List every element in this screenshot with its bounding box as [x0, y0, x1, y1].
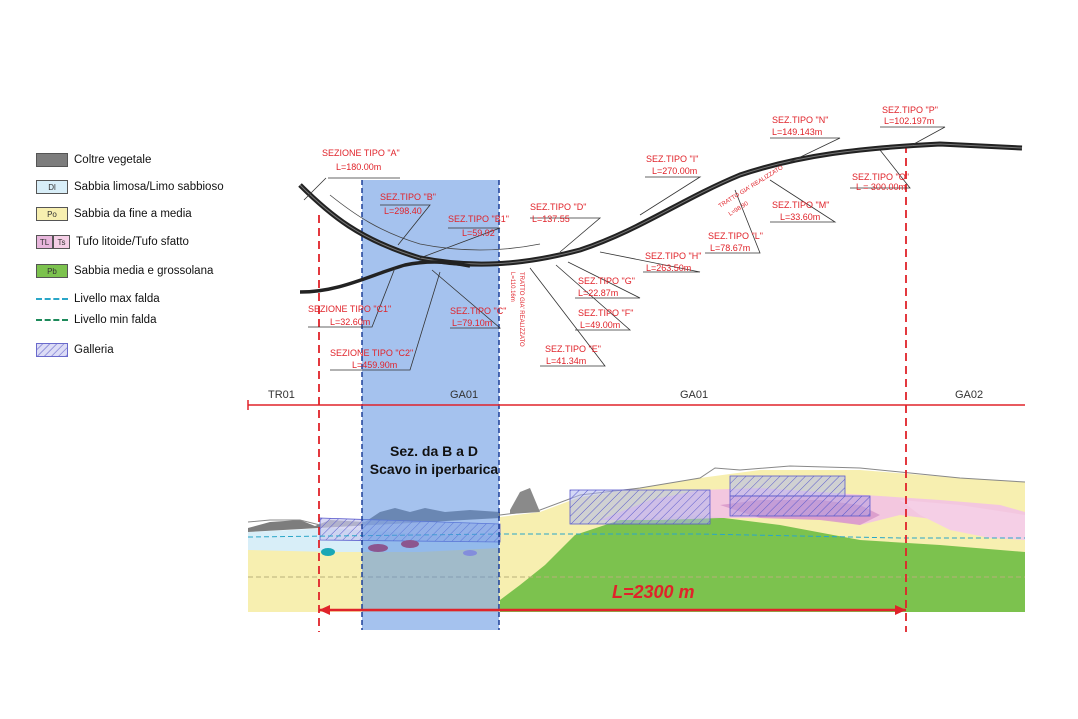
section-n-length: L=149.143m: [772, 127, 822, 137]
legend-swatch-falda-min: [36, 319, 68, 321]
legend-label: Sabbia media e grossolana: [74, 265, 214, 277]
legend-label: Sabbia limosa/Limo sabbioso: [74, 181, 224, 193]
section-e-length: L=41.34m: [546, 356, 586, 366]
section-l-length: L=78.67m: [710, 243, 750, 253]
alignment-branch: [299, 260, 471, 294]
legend-swatch-sabbia-fine: Po: [36, 207, 68, 221]
legend-item-falda-max: Livello max falda: [36, 291, 160, 307]
legend-item-tufo: TL Ts Tufo litoide/Tufo sfatto: [36, 234, 189, 250]
section-m-length: L=33.60m: [780, 212, 820, 222]
highlight-title-1: Sez. da B a D: [390, 443, 478, 459]
segment-label-tr01: TR01: [268, 389, 295, 401]
legend-swatch-galleria: [36, 343, 68, 357]
section-c2-length: L=459.90m: [352, 360, 397, 370]
legend-swatch-sabbia-grossolana: Pb: [36, 264, 68, 278]
section-l-name: SEZ.TIPO "L": [708, 231, 763, 241]
section-c1-length: L=32.60m: [330, 317, 370, 327]
section-g-length: L=22.87m: [578, 288, 618, 298]
legend-item-coltre: Coltre vegetale: [36, 152, 151, 168]
legend-swatch-sabbia-limosa: Dl: [36, 180, 68, 194]
alignment-main-inner: [299, 143, 1023, 265]
section-f-name: SEZ.TIPO "F": [578, 308, 633, 318]
lens-cyan: [321, 548, 335, 556]
section-c1-name: SEZIONE TIPO "C1": [308, 304, 391, 314]
legend-item-sabbia-fine: Po Sabbia da fine a media: [36, 206, 192, 222]
section-h-length: L=263.50m: [646, 263, 691, 273]
segment-labels: TR01 GA01 GA01 GA02: [268, 389, 983, 401]
legend-swatch-tufo: TL Ts: [36, 235, 70, 249]
section-m-name: SEZ.TIPO "M": [772, 200, 829, 210]
section-b-name: SEZ.TIPO "B": [380, 192, 436, 202]
segment-label-ga01-a: GA01: [450, 389, 478, 401]
leader-lines: [303, 126, 946, 371]
section-f-length: L=49.00m: [580, 320, 620, 330]
section-c2-name: SEZIONE TIPO "C2": [330, 348, 413, 358]
section-a-name: SEZIONE TIPO "A": [322, 148, 400, 158]
total-length-label: L=2300 m: [612, 582, 695, 602]
section-b1-length: L=59.92: [462, 228, 495, 238]
highlight-title-2: Scavo in iperbarica: [370, 461, 499, 477]
legend-item-sabbia-limosa: Dl Sabbia limosa/Limo sabbioso: [36, 179, 224, 195]
section-o-name: SEZ.TIPO "O": [852, 172, 909, 182]
dimension-arrow-left: [319, 605, 330, 615]
tratto-2-label: TRATTO GIA' REALIZZATO: [518, 272, 524, 347]
legend-label: Livello min falda: [74, 314, 157, 326]
terrain-line: [247, 465, 1026, 526]
section-p-length: L=102.197m: [884, 116, 934, 126]
legend-label: Coltre vegetale: [74, 154, 152, 166]
section-labels: SEZIONE TIPO "A" L=180.00m SEZ.TIPO "B" …: [308, 105, 938, 370]
section-c-name: SEZ.TIPO "C": [450, 306, 506, 316]
section-g-name: SEZ.TIPO "G": [578, 276, 635, 286]
section-b1-name: SEZ.TIPO "B1": [448, 214, 509, 224]
section-d-name: SEZ.TIPO "D": [530, 202, 586, 212]
dimension-arrow-right: [895, 605, 906, 615]
layer-tufo-right: [900, 500, 1025, 540]
segment-label-ga02: GA02: [955, 389, 983, 401]
section-p-name: SEZ.TIPO "P": [882, 105, 938, 115]
layer-coltre-small: [510, 488, 540, 514]
section-a-length: L=180.00m: [336, 162, 381, 172]
tratto-2-length: L=110.16m: [509, 272, 515, 302]
legend-item-falda-min: Livello min falda: [36, 312, 156, 328]
legend-item-sabbia-grossolana: Pb Sabbia media e grossolana: [36, 263, 213, 279]
section-d-length: L=137.55: [532, 214, 570, 224]
section-c-length: L=79.10m: [452, 318, 492, 328]
section-h-name: SEZ.TIPO "H": [645, 251, 701, 261]
section-b-length: L=298.40: [384, 206, 422, 216]
section-e-name: SEZ.TIPO "E": [545, 344, 601, 354]
legend-swatch-falda-max: [36, 298, 68, 300]
section-i-length: L=270.00m: [652, 166, 697, 176]
legend-label: Tufo litoide/Tufo sfatto: [76, 236, 189, 248]
legend-label: Livello max falda: [74, 293, 160, 305]
segment-label-ga01-b: GA01: [680, 389, 708, 401]
alignment-edge: [329, 194, 541, 251]
section-i-name: SEZ.TIPO "I": [646, 154, 698, 164]
tunnel-block-2-hatch: [729, 475, 846, 497]
tunnel-block-1-hatch: [569, 489, 711, 525]
section-o-length: L = 300.00m: [856, 182, 906, 192]
tunnel-block-3-hatch: [729, 495, 871, 517]
legend-item-galleria: Galleria: [36, 342, 114, 358]
legend-label: Sabbia da fine a media: [74, 208, 192, 220]
layer-sabbia-grossolana: [500, 515, 1025, 612]
legend-swatch-coltre: [36, 153, 68, 167]
section-n-name: SEZ.TIPO "N": [772, 115, 828, 125]
legend-label: Galleria: [74, 344, 114, 356]
